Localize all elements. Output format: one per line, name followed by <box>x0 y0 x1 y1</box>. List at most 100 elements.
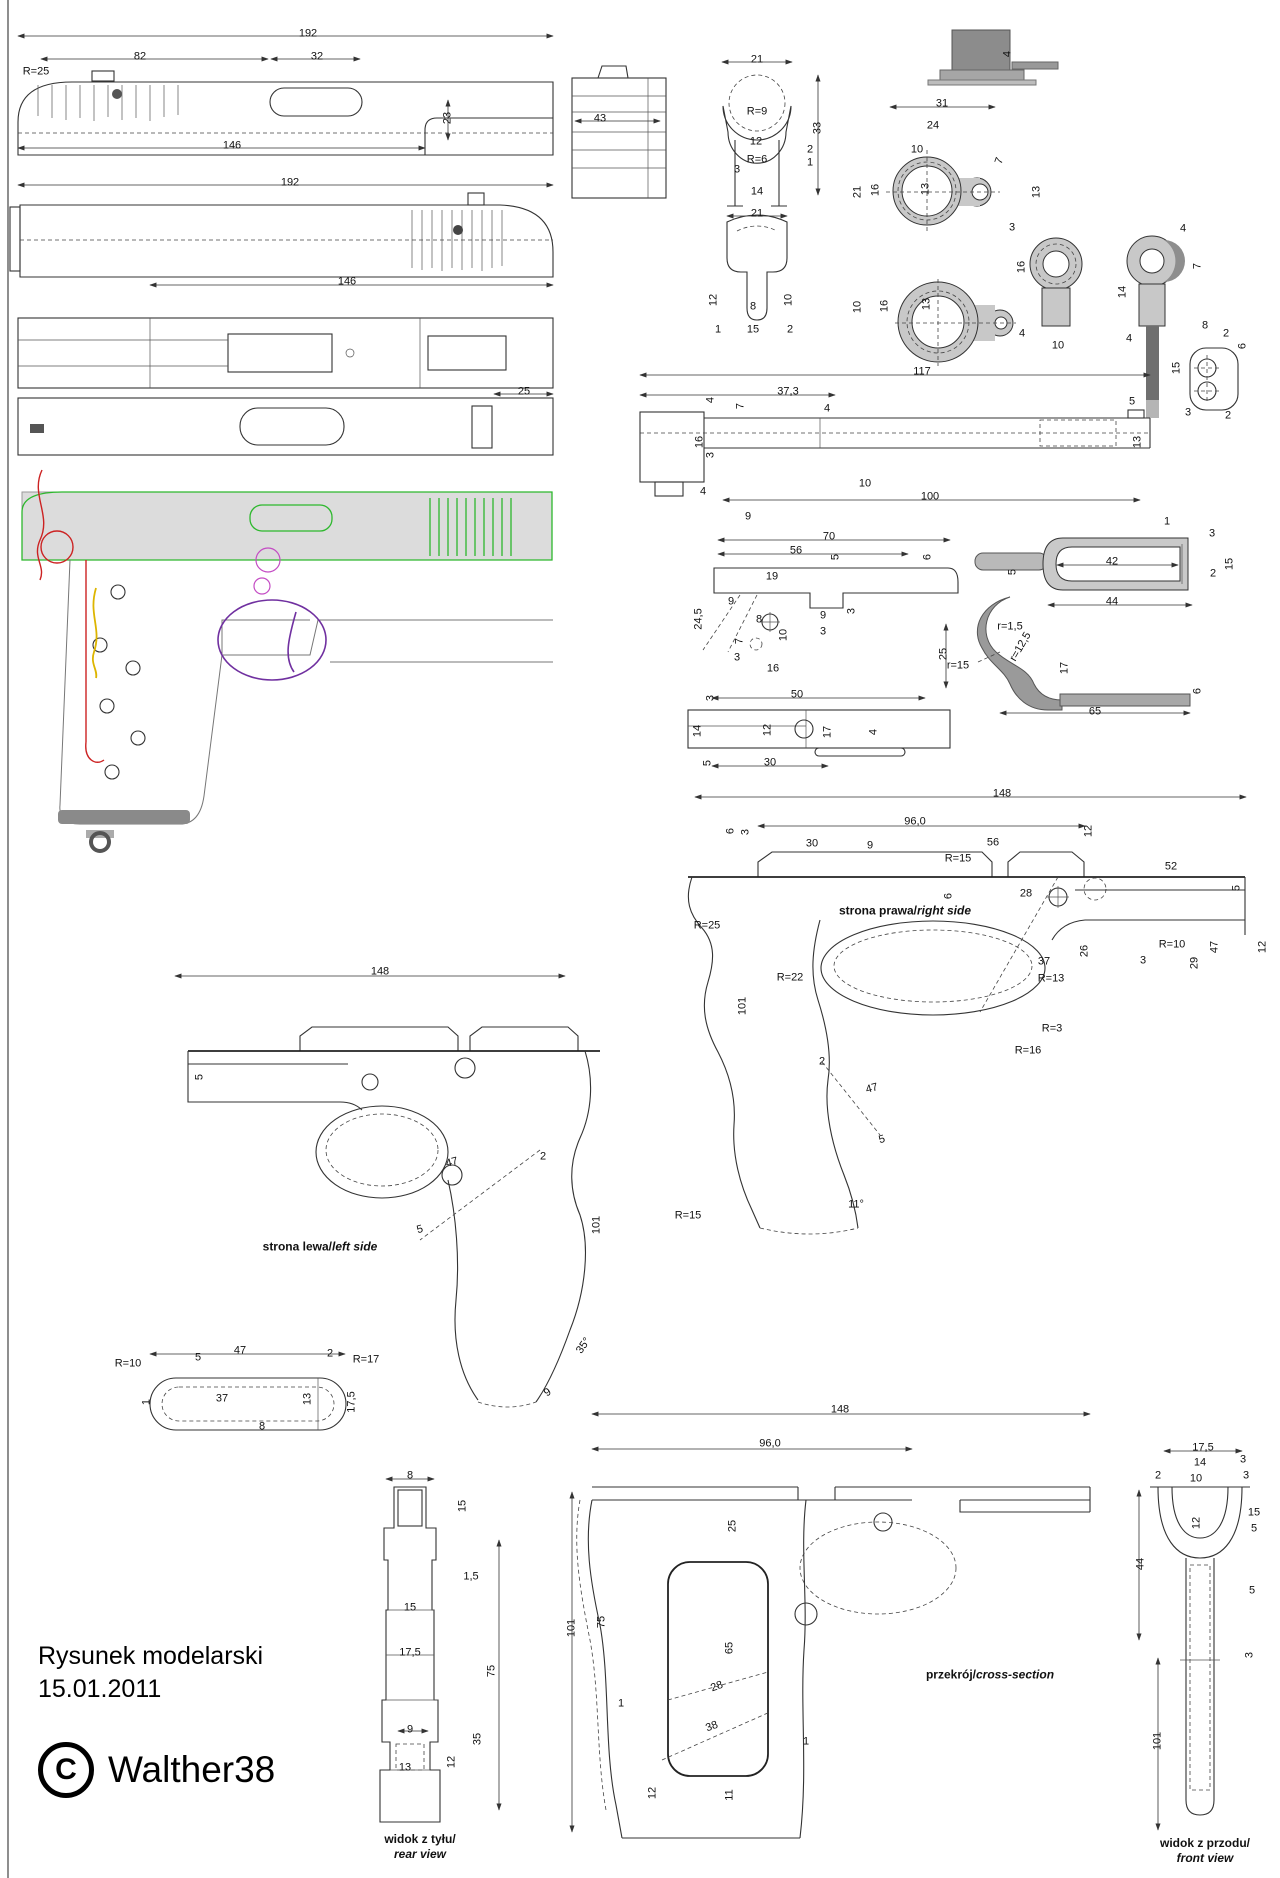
dim-label: 13 <box>920 297 933 311</box>
dim-label: 13 <box>1030 185 1043 199</box>
slide-cross-section-a <box>721 59 821 207</box>
dim-label: 10 <box>777 628 790 642</box>
dim-label: 8 <box>406 1469 414 1482</box>
dim-label: 5 <box>1250 1522 1258 1535</box>
slide-rear-end-view <box>571 65 667 199</box>
dim-label: 6 <box>921 553 934 561</box>
dim-label: 11° <box>848 1198 864 1211</box>
view-caption: strona lewa/left side <box>263 1240 378 1255</box>
dim-label: 5 <box>193 1073 206 1081</box>
dim-label: 4 <box>1018 327 1026 340</box>
dim-label: 12 <box>761 723 774 737</box>
dim-label: R=15 <box>674 1209 702 1222</box>
dim-label: 24 <box>926 119 940 132</box>
dim-label: 25 <box>726 1519 739 1533</box>
dim-label: 6 <box>724 827 737 835</box>
dim-label: 56 <box>789 544 803 557</box>
copyright-row: C Walther38 <box>38 1742 275 1798</box>
dim-label: 75 <box>485 1664 498 1678</box>
slide-stop-part <box>702 537 959 689</box>
dim-label: 32 <box>310 50 324 63</box>
dim-label: 12 <box>1256 940 1269 954</box>
dim-label: 15 <box>456 1499 469 1513</box>
dim-label: 17,5 <box>399 1646 421 1659</box>
dim-label: r=15 <box>946 659 970 672</box>
dim-label: R=17 <box>352 1353 380 1366</box>
caption-english: front view <box>1176 1851 1234 1865</box>
dim-label: 3 <box>819 625 827 638</box>
dim-label: 19 <box>765 570 779 583</box>
dim-label: 10 <box>1189 1472 1203 1485</box>
dim-label: 25 <box>517 385 531 398</box>
dim-label: 4 <box>704 396 717 404</box>
dim-label: 15 <box>1247 1506 1261 1519</box>
dim-label: 96,0 <box>759 1437 781 1450</box>
dim-label: 12 <box>1190 1516 1203 1530</box>
dim-label: 42 <box>1105 555 1119 568</box>
dim-label: 13 <box>919 182 932 196</box>
dim-label: 56 <box>986 836 1000 849</box>
dim-label: 7 <box>733 637 746 645</box>
frame-right-side-view <box>687 794 1247 1235</box>
dim-label: R=15 <box>944 852 972 865</box>
dim-label: 12 <box>1082 824 1095 838</box>
dim-label: 9 <box>727 595 735 608</box>
dim-label: 13 <box>398 1761 412 1774</box>
dim-label: 3 <box>1243 1651 1256 1659</box>
dim-label: 70 <box>822 530 836 543</box>
extractor-small-part <box>149 1351 347 1431</box>
caption-polish: widok z tyłu/ <box>384 1832 456 1846</box>
dim-label: 21 <box>851 185 864 199</box>
dim-label: 16 <box>878 299 891 313</box>
dim-label: 2 <box>818 1055 826 1068</box>
dim-label: 3 <box>733 163 741 176</box>
slide-side-view-2 <box>9 182 554 288</box>
dim-label: 30 <box>763 756 777 769</box>
dim-label: 17 <box>1058 661 1071 675</box>
dim-label: 1 <box>617 1697 625 1710</box>
dim-label: 28 <box>1019 887 1033 900</box>
link-part-2 <box>1126 235 1186 418</box>
dim-label: 1 <box>802 1735 810 1748</box>
dim-label: 82 <box>133 50 147 63</box>
dim-label: 5 <box>1128 395 1136 408</box>
dim-label: 4 <box>1001 50 1014 58</box>
view-caption: przekrój/cross-section <box>926 1668 1054 1683</box>
dim-label: 101 <box>565 1618 578 1638</box>
dim-label: 15 <box>403 1601 417 1614</box>
caption-polish: przekrój/ <box>925 1667 976 1682</box>
dim-label: 3 <box>1184 406 1192 419</box>
dim-label: 26 <box>1078 944 1091 958</box>
dim-label: 65 <box>1088 705 1102 718</box>
dim-label: 14 <box>691 724 704 738</box>
barrel-bushing-section-view <box>895 279 1016 366</box>
dim-label: 9 <box>866 839 874 852</box>
dim-label: 96,0 <box>904 815 926 828</box>
dim-label: 148 <box>370 965 390 978</box>
dim-label: 75 <box>595 1615 608 1629</box>
dim-label: 50 <box>790 688 804 701</box>
assembly-overlay-view <box>21 469 553 853</box>
dim-label: 101 <box>1151 1731 1164 1751</box>
dim-label: 8 <box>1201 319 1209 332</box>
dim-label: 5 <box>194 1351 202 1364</box>
dim-label: 148 <box>992 787 1012 800</box>
drawing-date: 15.01.2011 <box>38 1675 162 1703</box>
dim-label: 8 <box>749 300 757 313</box>
dim-label: 47 <box>1208 940 1221 954</box>
dim-label: R=10 <box>114 1357 142 1370</box>
dim-label: 1 <box>714 323 722 336</box>
dim-label: 192 <box>298 27 318 40</box>
dim-label: 13 <box>301 1392 314 1406</box>
dim-label: 4 <box>1179 222 1187 235</box>
caption-english: left side <box>332 1239 378 1254</box>
caption-english: cross-section <box>975 1667 1055 1682</box>
dim-label: 29 <box>1188 956 1201 970</box>
flat-spring-part <box>687 695 951 769</box>
dim-label: 3 <box>733 651 741 664</box>
small-plate-with-holes <box>1189 347 1239 411</box>
dim-label: 16 <box>693 435 706 449</box>
dim-label: 7 <box>1191 262 1204 270</box>
